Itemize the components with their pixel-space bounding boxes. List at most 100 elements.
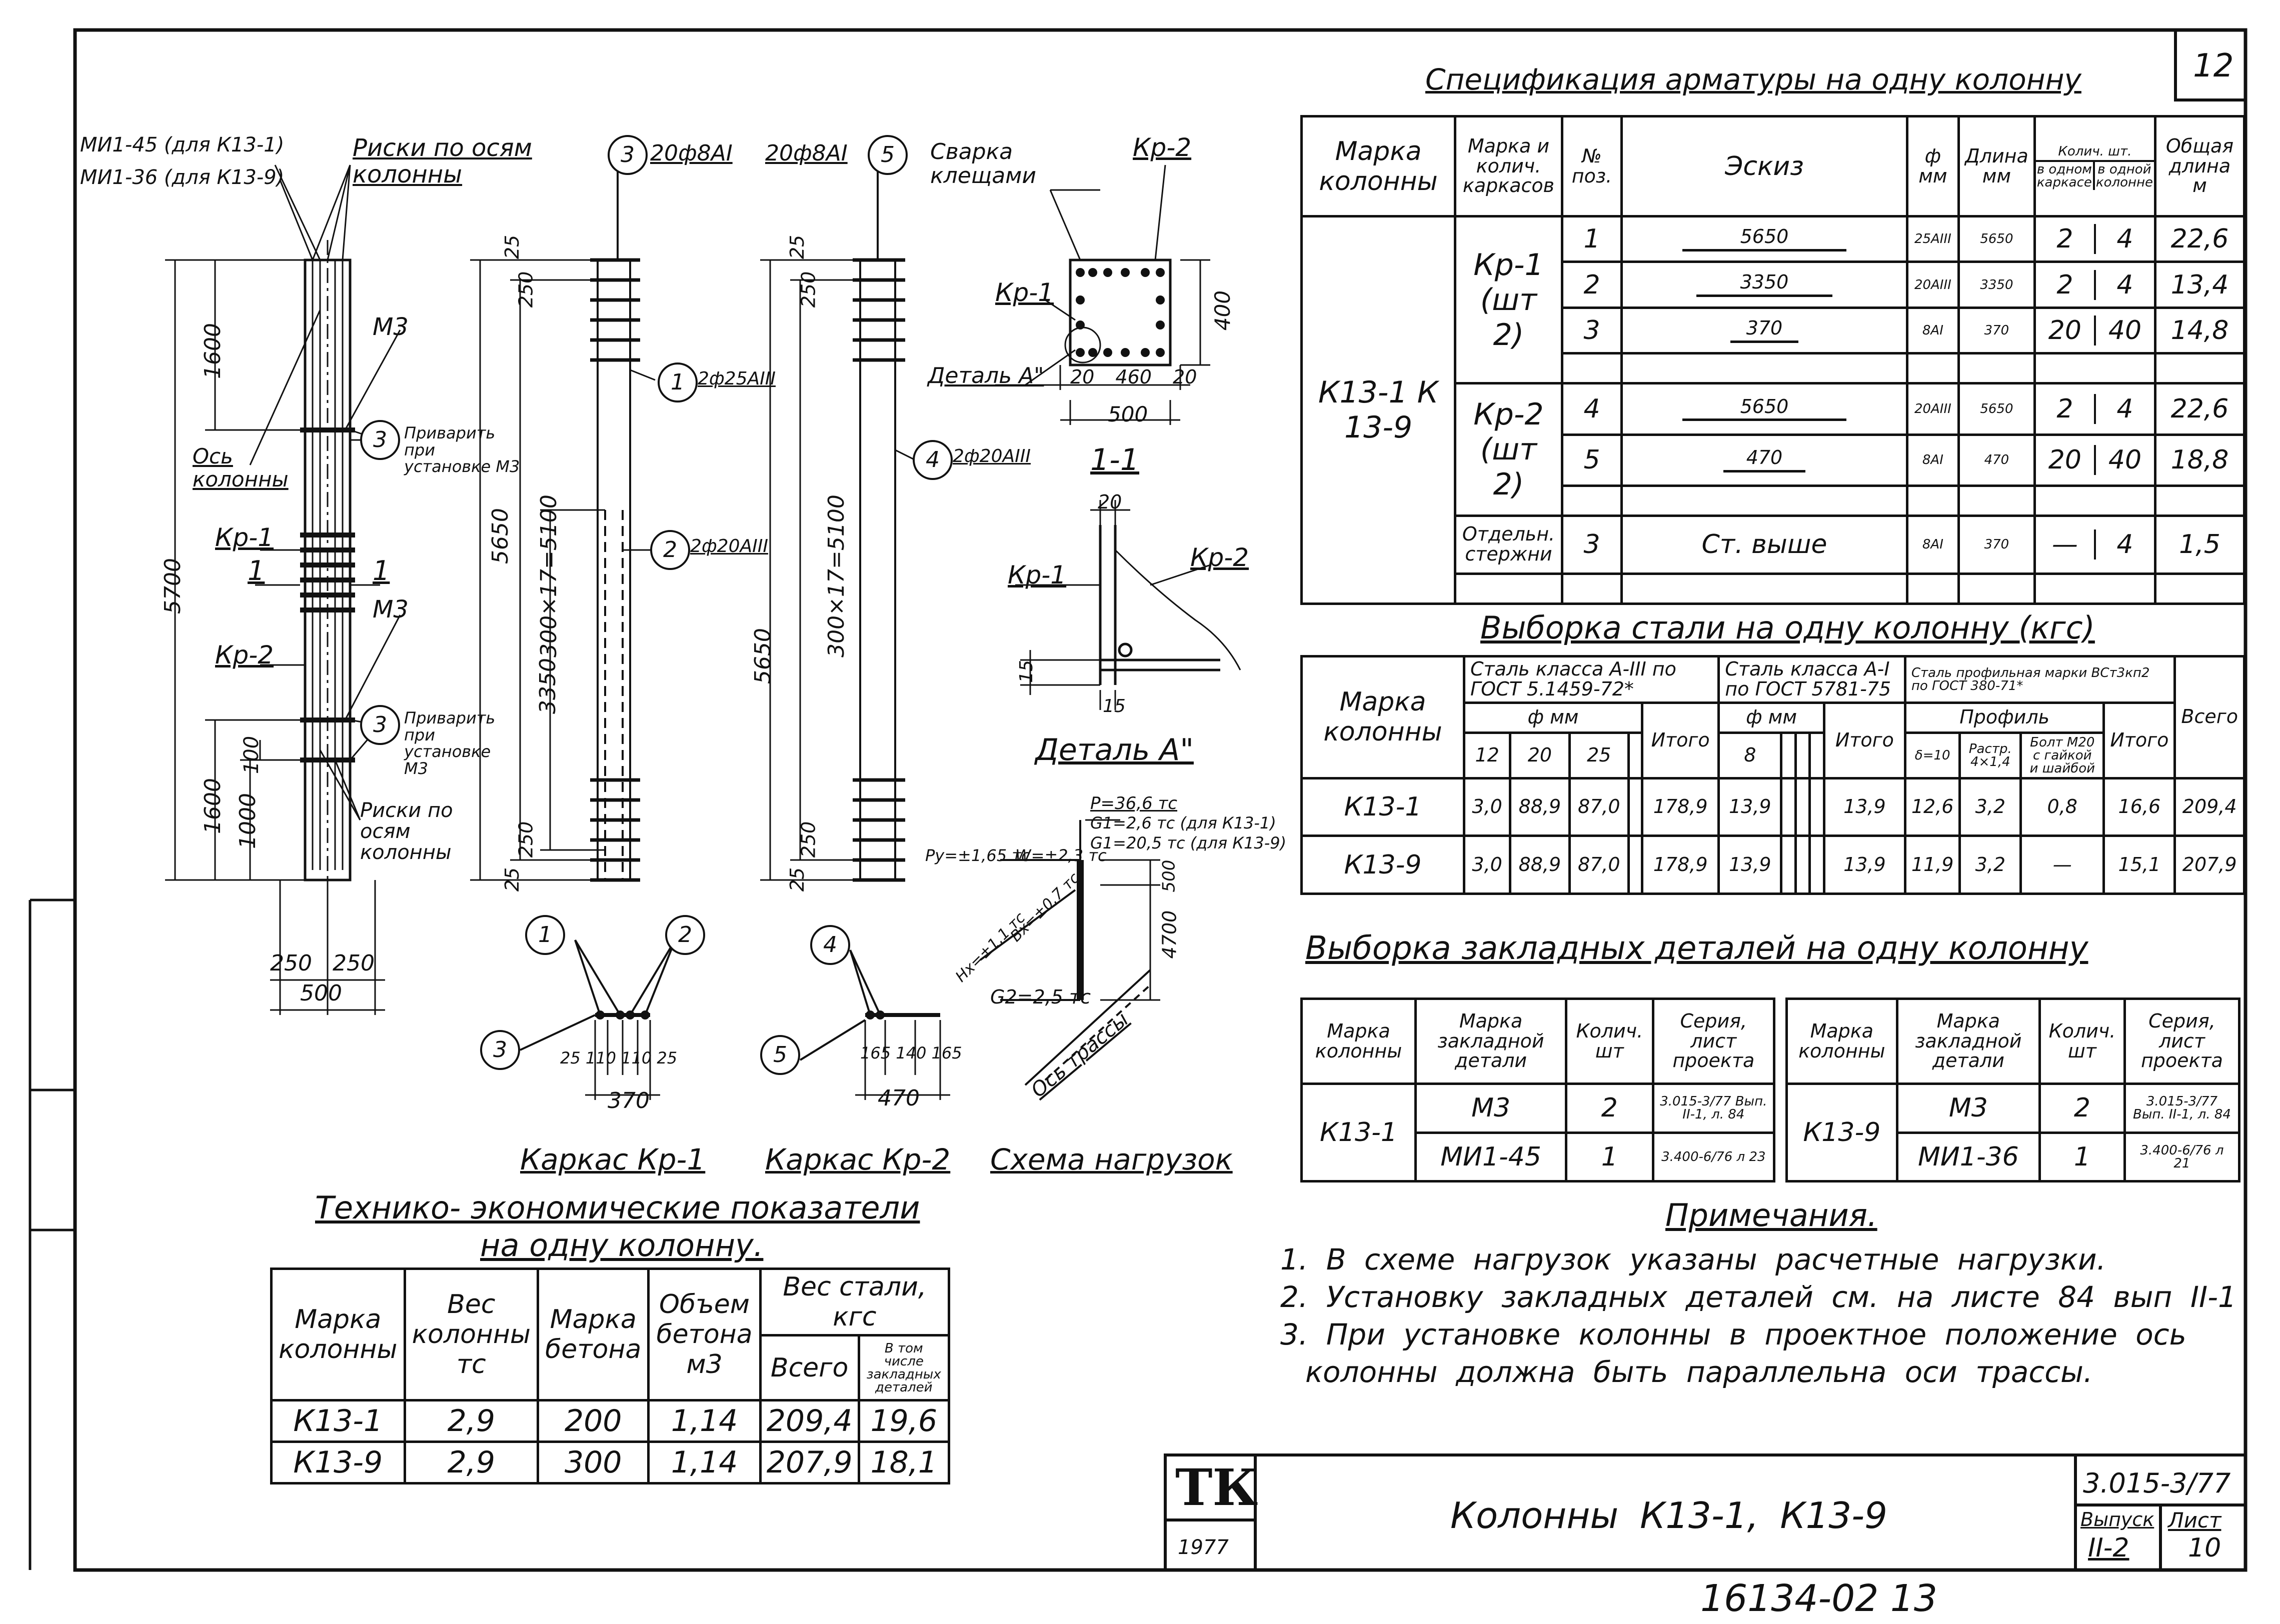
- spec-frame-kr1: Кр-1 (шт 2): [1454, 214, 1563, 385]
- steel-h-fmm-a3: ф мм: [1463, 701, 1643, 734]
- tech-h-concrete: Марка бетона: [537, 1268, 650, 1402]
- spec-row: Отдельн. стержни 3 Ст. выше 8АI 370 —4 1…: [1302, 514, 2245, 576]
- label-section-kr2: Кр-2: [1133, 133, 1192, 162]
- dim-5650-kr1: 5650: [487, 508, 513, 564]
- embed-h-series: Серия, лист проекта: [2123, 998, 2241, 1085]
- spec-sketch: 470: [1620, 433, 1908, 487]
- steel-h-p2: Растр. 4×1,4: [1958, 731, 2022, 780]
- label-kr2-side: Кр-2: [215, 640, 274, 670]
- label-axis: Ось колонны: [193, 444, 289, 492]
- load-g1-a: G1=2,6 тс (для К13-1): [1090, 814, 1276, 832]
- dim-1000: 1000: [235, 793, 261, 849]
- stamp-sheet-label: Лист: [2168, 1508, 2221, 1532]
- dim-250-kr2-top: 250: [797, 271, 820, 308]
- note-item: 1. В схеме нагрузок указаны расчетные на…: [1280, 1242, 2106, 1276]
- label-bar-4: 2ф20АIII: [953, 446, 1031, 466]
- steel-h-profile: Профиль: [1903, 701, 2105, 734]
- stamp-sheet: 10: [2188, 1533, 2221, 1563]
- pos-marker-5-top: 5: [881, 142, 895, 168]
- dim-25-kr2-top: 25: [786, 234, 809, 260]
- spec-h-qty-frame: в одном каркасе: [2036, 162, 2095, 190]
- pos-marker-5-sec: 5: [773, 1042, 787, 1068]
- label-mi136: МИ1-36 (для К13-9): [80, 166, 285, 189]
- embed-h-qty: Колич. шт: [1565, 998, 1654, 1085]
- steel-row: К13-1 3,0 88,9 87,0 178,9 13,9 13,9 12,6…: [1300, 776, 2245, 838]
- label-detail-a: Деталь А": [928, 363, 1044, 388]
- spec-diam: 20АIII: [1905, 260, 1960, 309]
- pos-marker-3-top: 3: [621, 142, 635, 168]
- tech-table: Марка колонны Вес колонны тс Марка бетон…: [270, 1268, 951, 1484]
- spec-pos: 5: [1560, 433, 1623, 487]
- steel-h-p3: Болт М20 с гайкой и шайбой: [2019, 731, 2105, 780]
- tech-h-weight: Вес колонны тс: [403, 1268, 540, 1402]
- spec-row: К13-1 К 13-9 Кр-1 (шт 2) 1 5650 25АIII 5…: [1300, 214, 2245, 605]
- embed-h-series: Серия, лист проекта: [1651, 998, 1776, 1085]
- spec-h-length: Длина мм: [1957, 115, 2036, 218]
- spec-pos: 3: [1560, 514, 1623, 576]
- spec-h-qty: Колич. шт.: [2035, 143, 2154, 162]
- caption-loads: Схема нагрузок: [990, 1142, 1233, 1176]
- spec-table: Марка колонны Марка и колич. каркасов № …: [1300, 115, 2245, 605]
- label-weld-1: Приварить при установке М3: [404, 424, 520, 476]
- embed-row: МИ1-36 1 3.400-6/76 л 21: [1787, 1131, 2241, 1182]
- spec-len: 3350: [1957, 260, 2036, 309]
- spec-sketch: 3350: [1620, 260, 1908, 309]
- tech-h-steel: Вес стали, кгс: [759, 1268, 951, 1336]
- tech-h-incl: В том числе закладных деталей: [857, 1334, 950, 1402]
- spec-h-total: Общая длина м: [2154, 115, 2245, 218]
- embed-table-left: Марка колонны Марка закладной детали Кол…: [1300, 998, 1776, 1182]
- spec-len: 370: [1957, 306, 2036, 355]
- load-dim-500: 500: [1159, 860, 1179, 892]
- caption-kr2: Каркас Кр-2: [765, 1142, 951, 1176]
- steel-h-25: 25: [1568, 731, 1630, 780]
- label-bar-1: 2ф25АIII: [698, 368, 776, 389]
- dim-5700: 5700: [160, 558, 186, 614]
- sheet-number: 12: [2193, 48, 2234, 84]
- dim-1600-bottom: 1600: [200, 778, 226, 834]
- spec-sketch: 370: [1620, 306, 1908, 355]
- label-section-kr1: Кр-1: [995, 278, 1054, 307]
- steel-h-20: 20: [1509, 731, 1571, 780]
- embed-row: К13-1 М3 2 3.015-3/77 Вып. II-1, л. 84: [1300, 1082, 1776, 1182]
- caption-kr1: Каркас Кр-1: [520, 1142, 706, 1176]
- tech-h-volume: Объем бетона м3: [647, 1268, 762, 1402]
- kr1-section-dims: 25 110 110 25: [560, 1048, 678, 1068]
- detail-dim-20: 20: [1098, 491, 1122, 513]
- spec-pos: 4: [1560, 382, 1623, 436]
- spec-len: 370: [1957, 514, 2036, 576]
- spec-total: 1,5: [2154, 514, 2245, 576]
- steel-table: Марка колонны Сталь класса А-III по ГОСТ…: [1300, 655, 2245, 895]
- pos-marker-4-sec: 4: [823, 932, 837, 958]
- label-mi145: МИ1-45 (для К13-1): [80, 134, 285, 156]
- note-item: 3. При установке колонны в проектное пол…: [1280, 1318, 2186, 1352]
- embed-row: МИ1-45 1 3.400-6/76 л 23: [1302, 1131, 1776, 1182]
- spec-total: 13,4: [2154, 260, 2245, 309]
- pos-marker-1-sec: 1: [538, 922, 552, 948]
- load-dim-4700: 4700: [1158, 910, 1181, 959]
- spec-diam: 20АIII: [1905, 382, 1960, 436]
- dim-5650-kr2: 5650: [750, 628, 776, 684]
- load-py: Ру=±1,65 тс: [925, 846, 1030, 865]
- stamp-issue: II-2: [2088, 1533, 2129, 1563]
- detail-kr1: Кр-1: [1008, 560, 1067, 590]
- steel-h-mark: Марка колонны: [1300, 655, 1465, 780]
- detail-dim-15-b: 15: [1103, 696, 1126, 716]
- label-risks: Риски по осям колонны: [353, 134, 532, 188]
- label-risks-bottom: Риски по осям колонны: [360, 799, 453, 864]
- note-item: 2. Установку закладных деталей см. на ли…: [1280, 1280, 2236, 1314]
- tech-title-2: на одну колонну.: [480, 1227, 764, 1264]
- steel-title: Выборка стали на одну колонну (кгс): [1480, 610, 2095, 646]
- spec-len: 5650: [1957, 382, 2036, 436]
- spec-total: 14,8: [2154, 306, 2245, 355]
- pos-marker-1: 1: [671, 370, 685, 395]
- detail-kr2: Кр-2: [1190, 543, 1249, 572]
- label-kr1-side: Кр-1: [215, 523, 274, 552]
- detail-dim-15-a: 15: [1016, 660, 1037, 683]
- spec-h-qty-col: в одной колонне: [2095, 162, 2153, 190]
- spec-total: 22,6: [2154, 214, 2245, 264]
- steel-h-vsego: Всего: [2173, 655, 2245, 780]
- steel-row: К13-9 3,0 88,9 87,0 178,9 13,9 13,9 11,9…: [1300, 834, 2245, 895]
- steel-h-p1: δ=10: [1903, 731, 1961, 780]
